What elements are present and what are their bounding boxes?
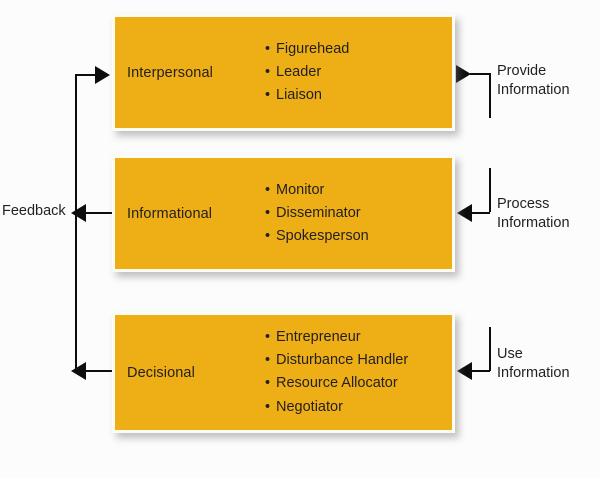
role-list: • Entrepreneur • Disturbance Handler • Reso… — [265, 326, 408, 420]
role-box-decisional: Decisional • Entrepreneur • Disturbance Ha… — [112, 312, 455, 433]
use-arrow-icon — [457, 362, 472, 380]
use-information-line-1: Use — [497, 346, 523, 362]
list-item: • Disseminator — [265, 202, 369, 225]
role-list: • Monitor • Disseminator • Spokesperson — [265, 178, 369, 248]
list-item: • Figurehead — [265, 37, 349, 60]
list-item: • Resource Allocator — [265, 373, 408, 396]
list-item: • Disturbance Handler — [265, 349, 408, 372]
bullet-icon: • — [265, 87, 271, 104]
provide-information-line-1: Provide — [497, 63, 547, 79]
role-name: Monitor — [276, 181, 325, 198]
feedback-bottom-arrow-icon — [71, 362, 86, 380]
feedback-middle-branch-line — [86, 212, 112, 214]
list-item: • Liaison — [265, 84, 349, 107]
provide-arrow-icon — [456, 65, 471, 83]
role-box-interpersonal: Interpersonal • Figurehead • Leader • Liais… — [112, 14, 455, 131]
role-category-title: Interpersonal — [127, 64, 213, 81]
list-item: • Monitor — [265, 178, 369, 201]
use-information-line-2: Information — [497, 365, 570, 382]
role-category-title: Informational — [127, 205, 213, 222]
process-information-line-1: Process — [497, 196, 550, 212]
list-item: • Entrepreneur — [265, 326, 408, 349]
feedback-middle-arrow-icon — [71, 204, 86, 222]
role-list: • Figurehead • Leader • Liaison — [265, 37, 349, 107]
feedback-spine-line — [75, 75, 77, 372]
role-box-informational: Informational • Monitor • Disseminator • Sp… — [112, 155, 455, 272]
role-name: Leader — [276, 63, 322, 80]
provide-horizontal-line — [470, 73, 491, 75]
process-vertical-line — [489, 168, 491, 212]
list-item: • Negotiator — [265, 396, 408, 419]
role-name: Resource Allocator — [276, 375, 398, 392]
provide-vertical-line — [489, 74, 491, 118]
bullet-icon: • — [265, 204, 271, 221]
list-item: • Spokesperson — [265, 225, 369, 248]
role-name: Entrepreneur — [276, 328, 361, 345]
feedback-bottom-branch-line — [86, 370, 112, 372]
use-vertical-line — [489, 327, 491, 371]
process-information-line-2: Information — [497, 215, 570, 232]
feedback-top-arrow-icon — [95, 66, 110, 84]
bullet-icon: • — [265, 398, 271, 415]
bullet-icon: • — [265, 228, 271, 245]
role-name: Negotiator — [276, 398, 343, 415]
role-name: Liaison — [276, 87, 322, 104]
provide-information-line-2: Information — [497, 82, 570, 99]
role-name: Disturbance Handler — [276, 352, 409, 369]
bullet-icon: • — [265, 181, 271, 198]
feedback-top-branch-line — [75, 74, 97, 76]
feedback-label: Feedback — [2, 203, 66, 219]
use-horizontal-line — [472, 370, 490, 372]
list-item: • Leader — [265, 61, 349, 84]
role-category-title: Decisional — [127, 364, 195, 381]
role-name: Spokesperson — [276, 228, 369, 245]
process-information-label: Process Information — [497, 195, 570, 233]
role-name: Figurehead — [276, 40, 350, 57]
use-information-label: Use Information — [497, 345, 570, 383]
bullet-icon: • — [265, 63, 271, 80]
bullet-icon: • — [265, 375, 271, 392]
process-horizontal-line — [472, 212, 490, 214]
role-name: Disseminator — [276, 204, 361, 221]
bullet-icon: • — [265, 352, 271, 369]
bullet-icon: • — [265, 328, 271, 345]
process-arrow-icon — [457, 204, 472, 222]
provide-information-label: Provide Information — [497, 62, 570, 100]
bullet-icon: • — [265, 40, 271, 57]
